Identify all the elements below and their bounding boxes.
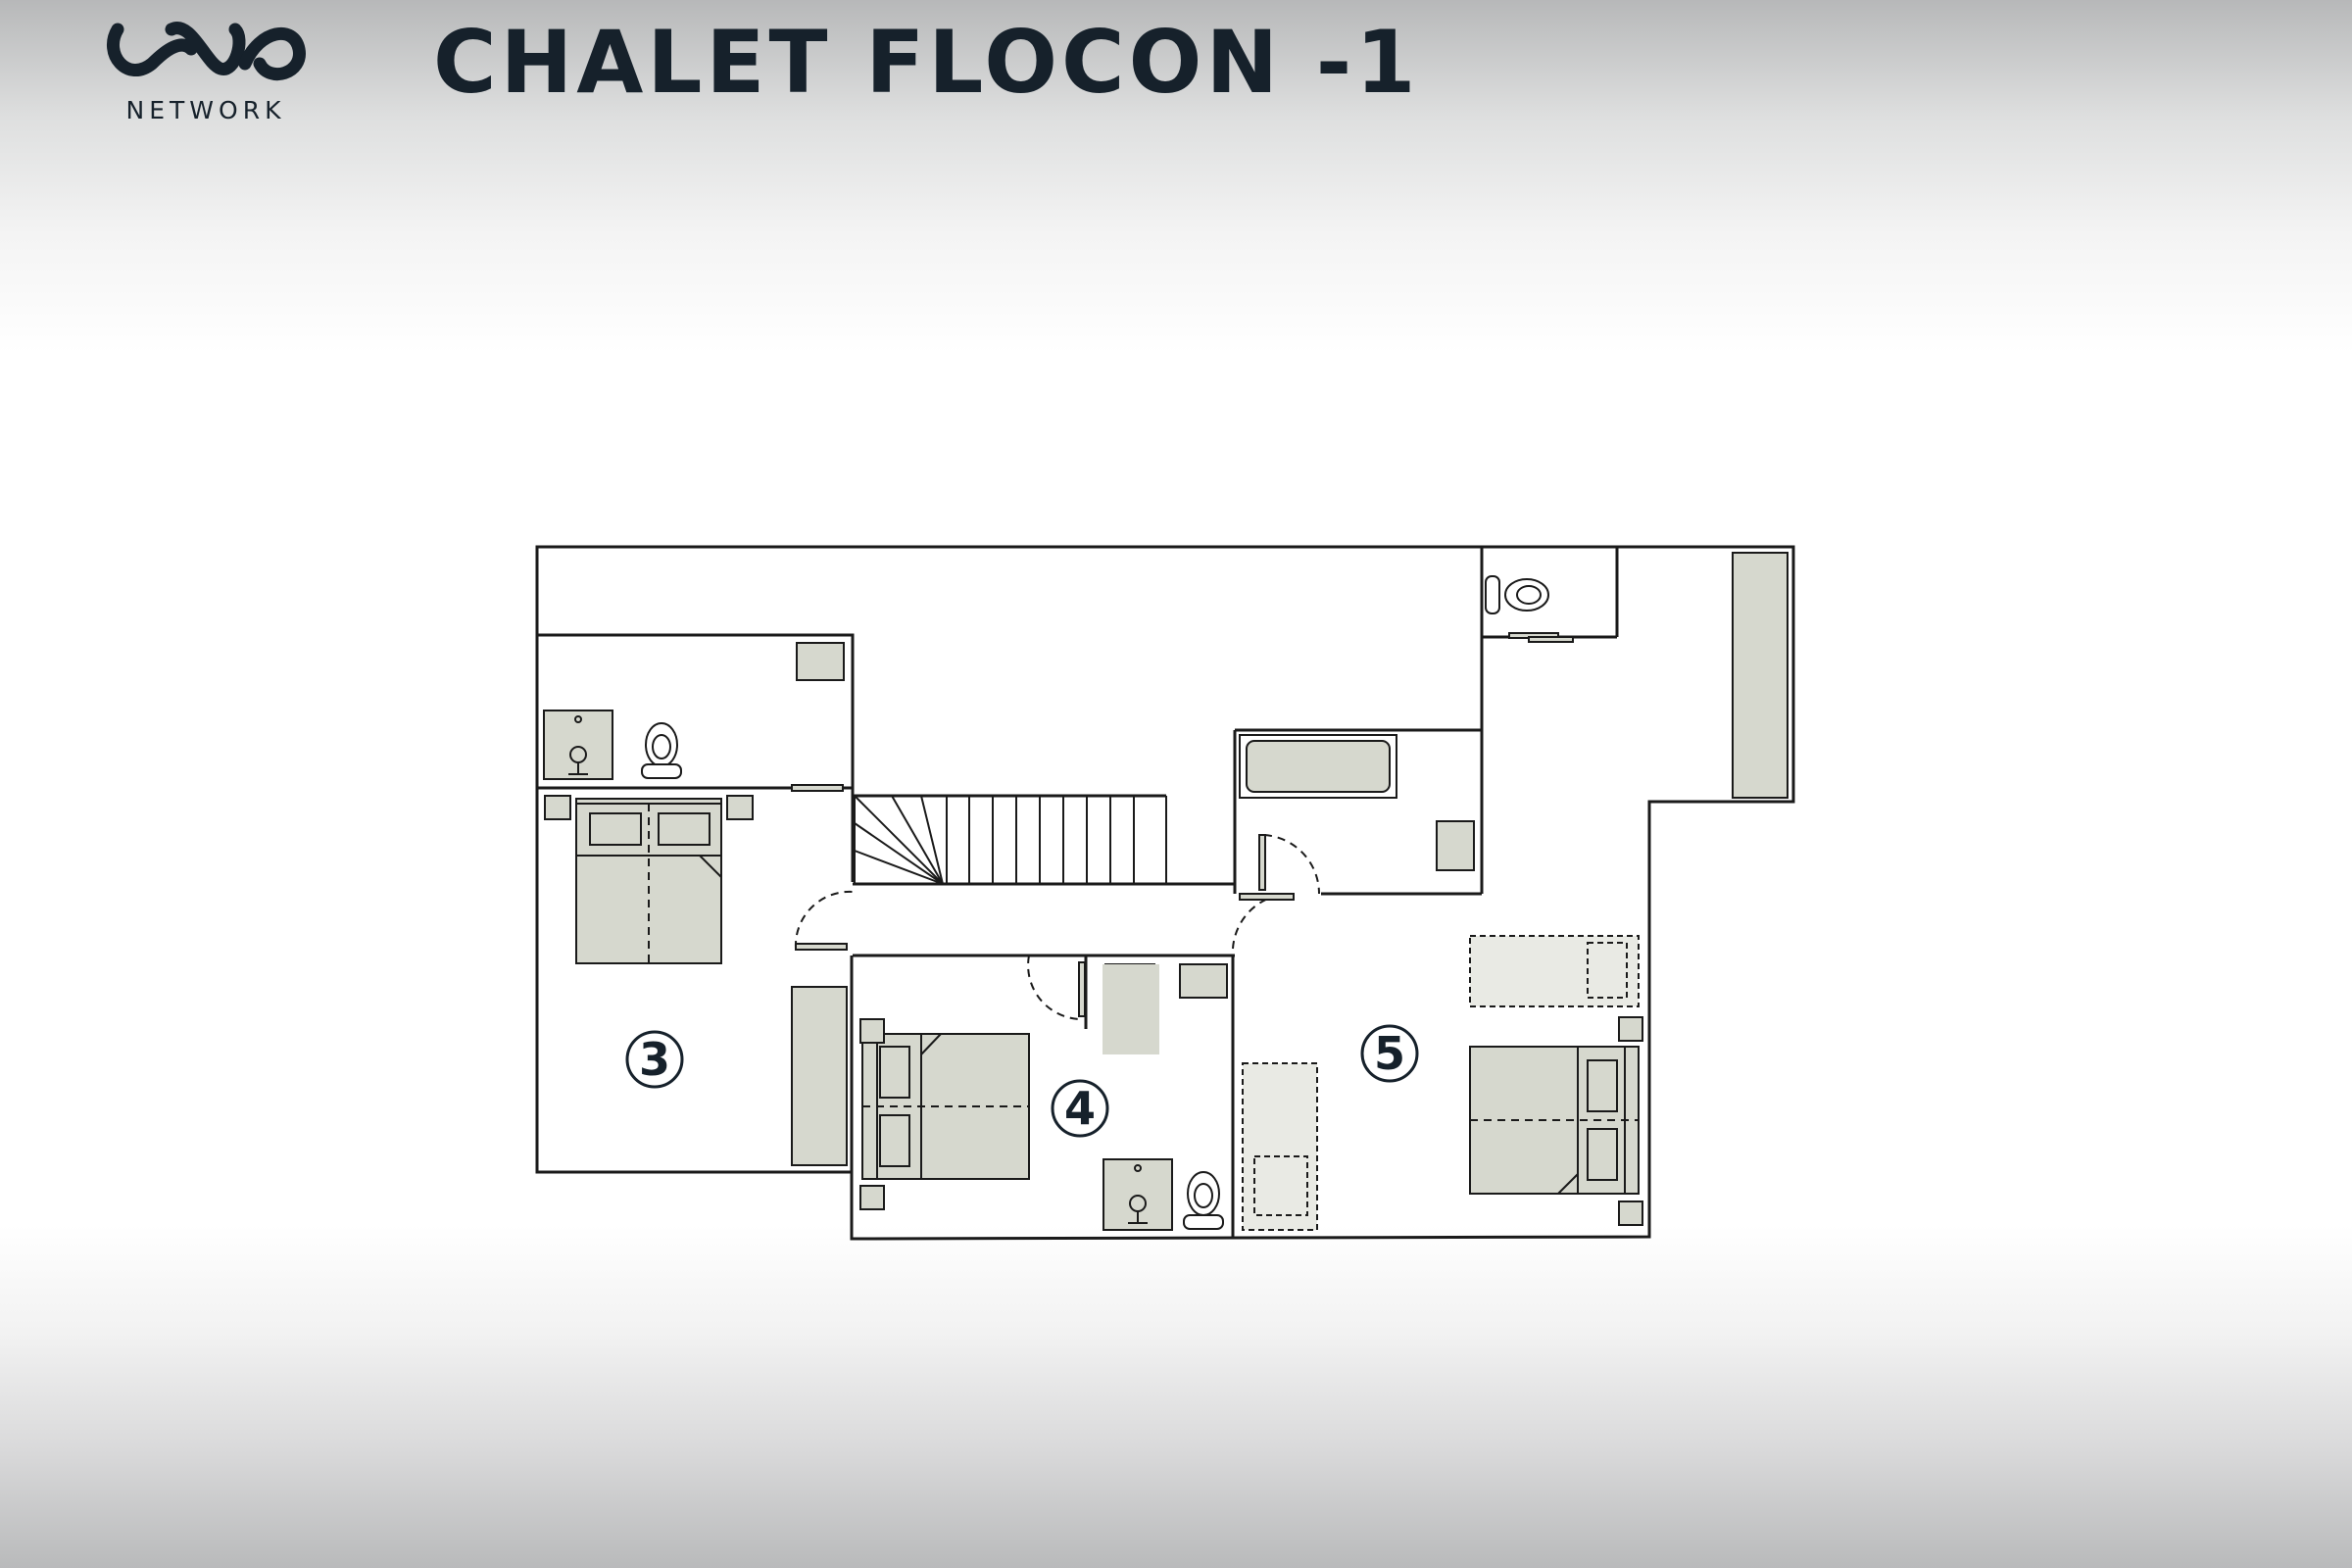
doors <box>791 632 1574 1021</box>
room-labels: 3 4 5 <box>625 1024 1419 1138</box>
room-number-3: 3 <box>625 1030 684 1089</box>
page-title: CHALET FLOCON -1 <box>433 12 1420 113</box>
svg-text:3: 3 <box>639 1033 670 1086</box>
wardrobe <box>1732 552 1788 799</box>
svg-text:5: 5 <box>1374 1027 1405 1080</box>
brand-logo: NETWORK <box>98 10 323 127</box>
furniture <box>543 552 1788 1231</box>
toilet-icon <box>645 722 678 767</box>
wardrobe <box>791 986 848 1166</box>
room-number-5: 5 <box>1360 1024 1419 1083</box>
toilet-icon <box>1504 578 1549 612</box>
staircase <box>854 795 1167 885</box>
room-number-4: 4 <box>1051 1079 1109 1138</box>
brand-logo-text: NETWORK <box>125 96 286 124</box>
outer-wall <box>535 545 1795 1241</box>
svg-text:4: 4 <box>1064 1082 1096 1135</box>
sink-icon <box>1179 963 1228 999</box>
sink-icon <box>796 642 845 681</box>
sink-icon <box>1436 820 1475 871</box>
brand-logo-icon <box>107 22 306 81</box>
toilet-icon <box>1187 1171 1220 1216</box>
